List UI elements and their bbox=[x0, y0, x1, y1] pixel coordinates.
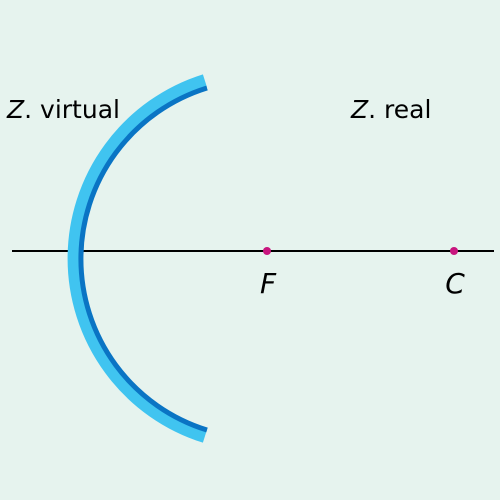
real-zone-text: . real bbox=[368, 95, 431, 124]
focus-point bbox=[263, 247, 271, 255]
virtual-zone-label: Z. virtual bbox=[6, 95, 120, 124]
center-label: C bbox=[445, 267, 465, 300]
virtual-zone-text: . virtual bbox=[24, 95, 120, 124]
focus-label: F bbox=[260, 267, 277, 300]
real-zone-label: Z. real bbox=[350, 95, 431, 124]
real-zone-letter: Z bbox=[350, 95, 369, 124]
center-point bbox=[450, 247, 458, 255]
mirror-reflecting-surface bbox=[78, 85, 208, 433]
virtual-zone-letter: Z bbox=[6, 95, 25, 124]
mirror-back-surface bbox=[67, 74, 208, 443]
